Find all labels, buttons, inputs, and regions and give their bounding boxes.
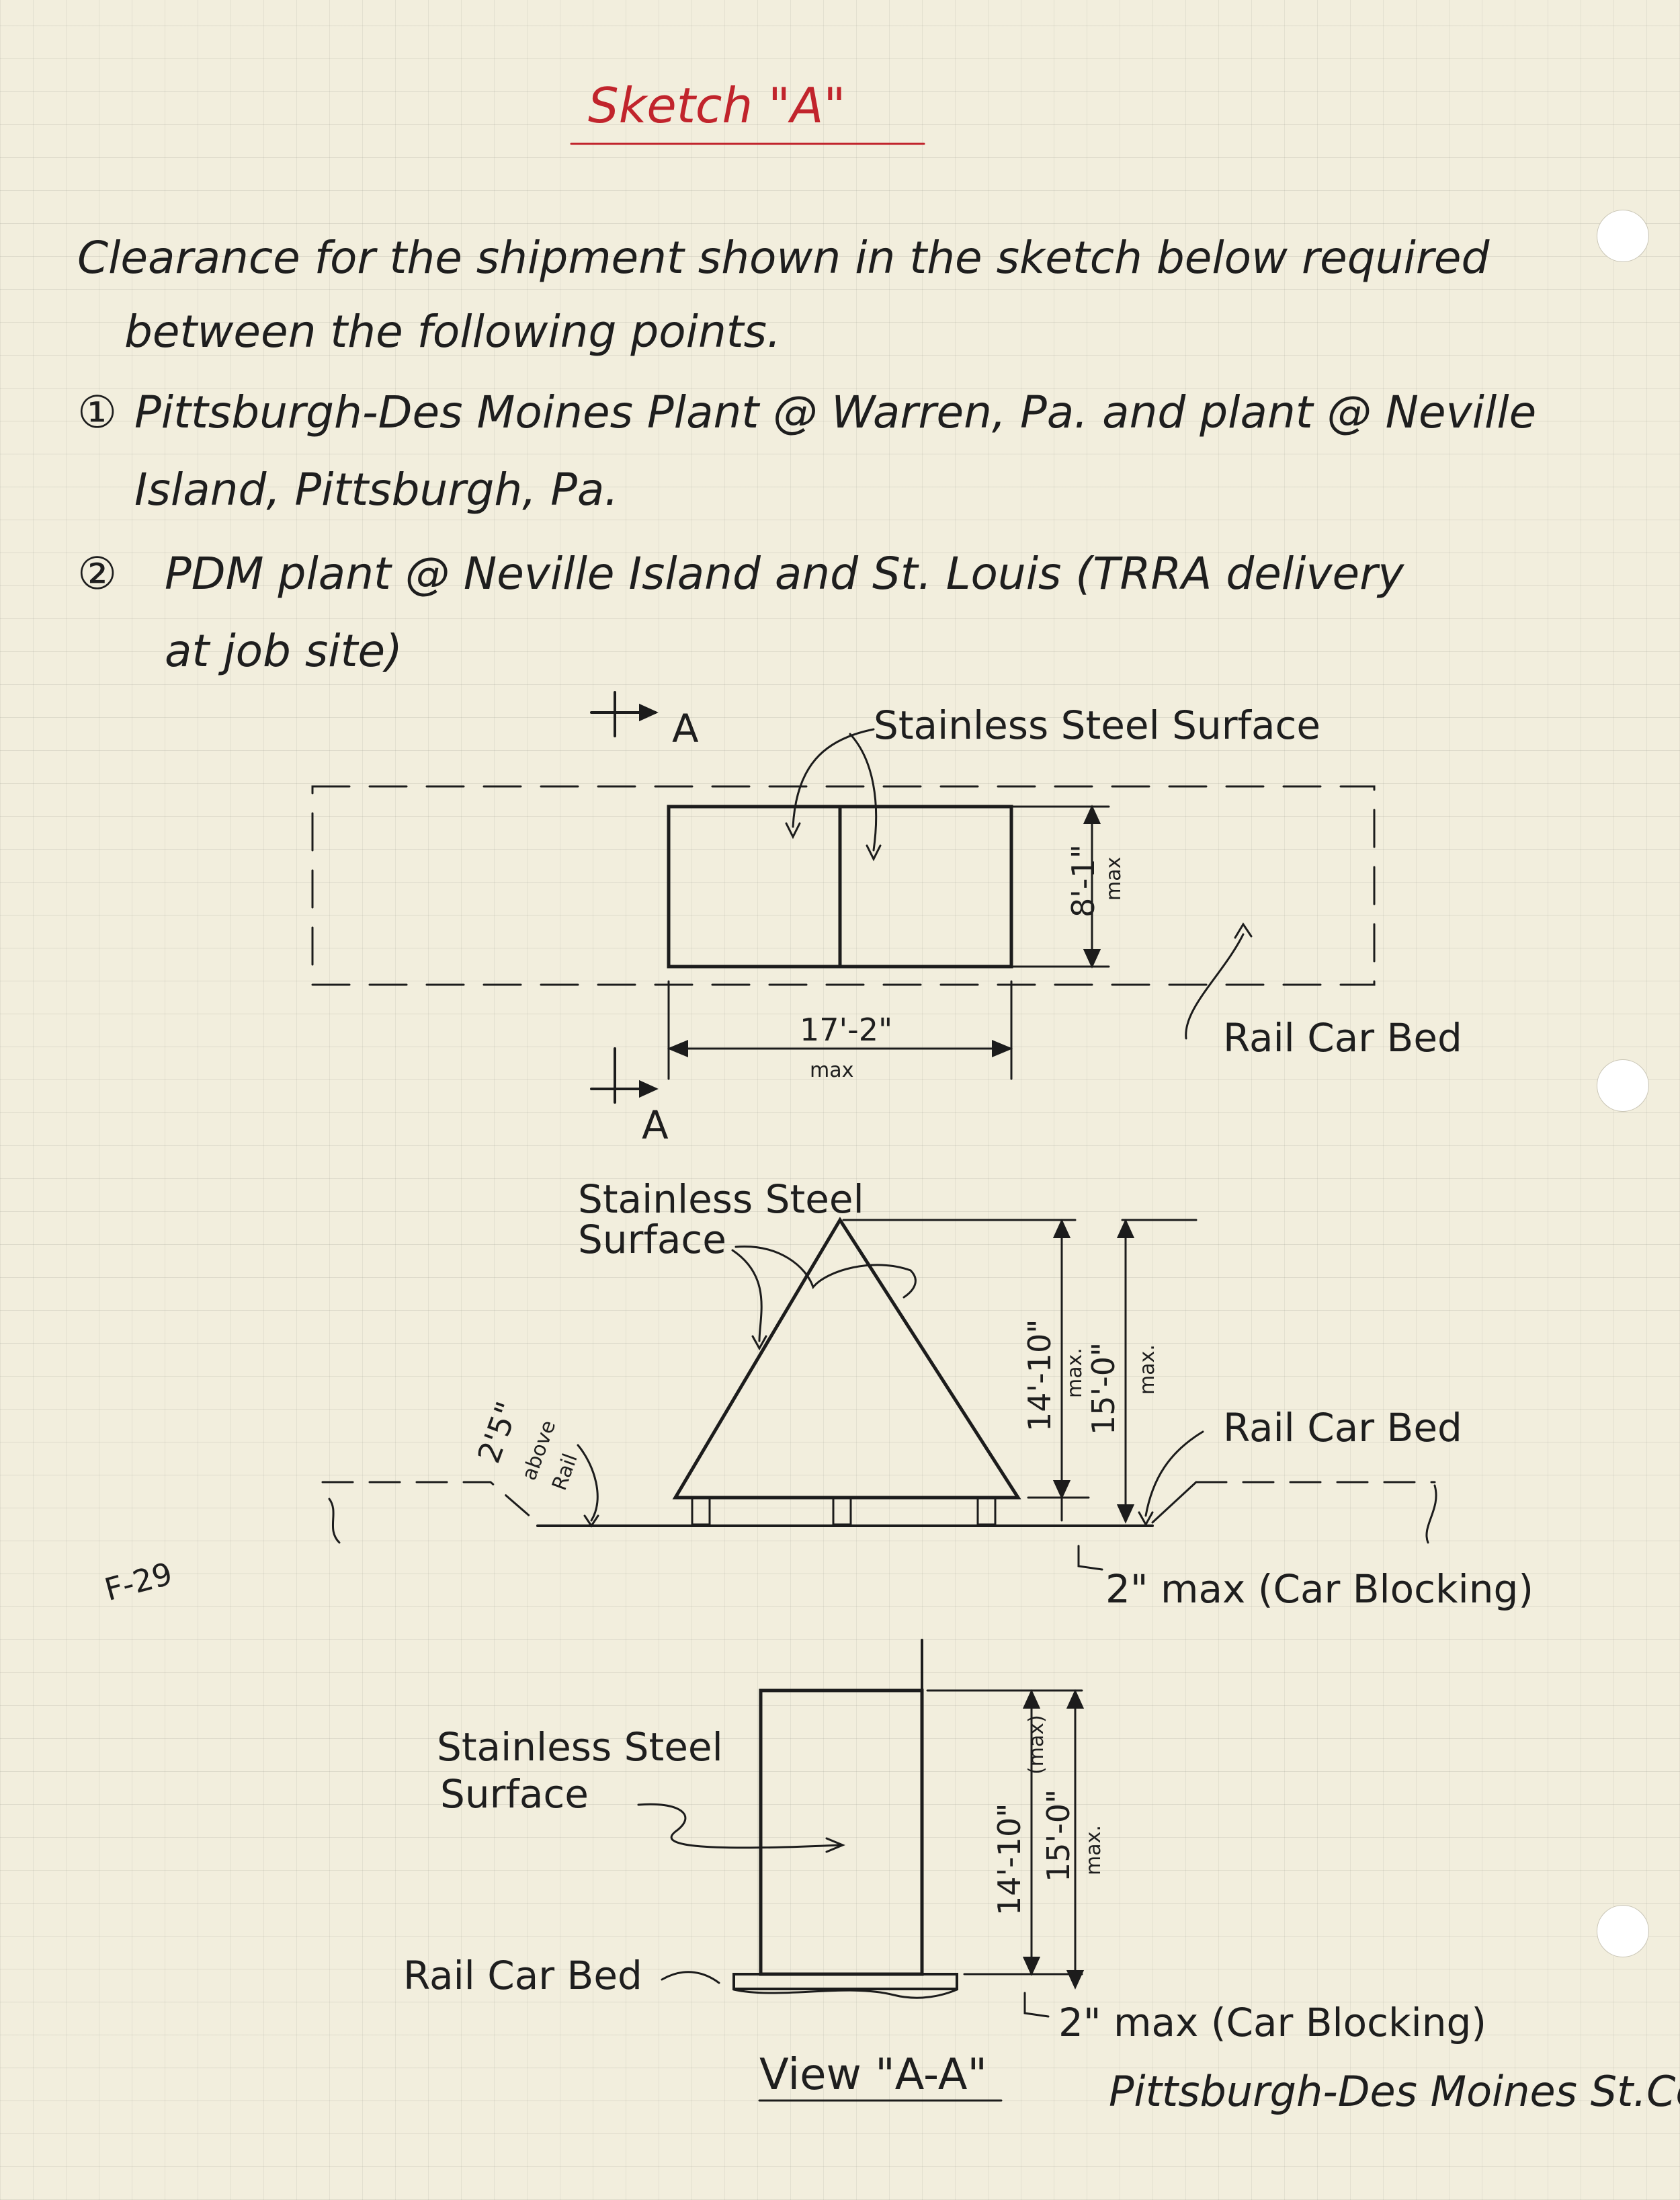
section-mark-a-bottom: A — [642, 1102, 669, 1148]
intro-line-1: Clearance for the shipment shown in the … — [77, 232, 1490, 284]
point-2-line-1: PDM plant @ Neville Island and St. Louis… — [165, 548, 1404, 600]
company-footer: Pittsburgh-Des Moines St.Co. — [1109, 2067, 1680, 2116]
elevation-view-drawing — [321, 1217, 1437, 1571]
elevation-height-dim-1: 14'-10" — [1021, 1319, 1058, 1432]
point-1-line-2: Island, Pittsburgh, Pa. — [134, 464, 619, 516]
binder-hole — [1597, 210, 1649, 262]
section-height-dim-2: 15'-0" — [1040, 1789, 1077, 1882]
elevation-bed-label: Rail Car Bed — [1223, 1405, 1462, 1451]
intro-line-2: between the following points. — [124, 306, 782, 358]
section-view-drawing — [570, 142, 1085, 2102]
section-surface-label-1: Stainless Steel — [437, 1724, 723, 1770]
elevation-blocking-note: 2" max (Car Blocking) — [1105, 1566, 1534, 1612]
point-2-marker: ② — [77, 548, 118, 600]
section-surface-label-2: Surface — [440, 1771, 589, 1817]
plan-view-drawing — [311, 691, 1376, 1104]
section-height-note-1: (max) — [1025, 1715, 1048, 1775]
page-title: Sketch "A" — [588, 77, 846, 134]
elevation-surface-label-2: Surface — [578, 1217, 726, 1262]
section-height-note-2: max. — [1082, 1825, 1105, 1875]
binder-hole — [1597, 1059, 1649, 1112]
plan-height-dim: 8'-1" — [1065, 844, 1101, 918]
plan-length-note: max — [810, 1059, 854, 1082]
section-height-dim-1: 14'-10" — [991, 1803, 1027, 1916]
section-blocking-note: 2" max (Car Blocking) — [1058, 2000, 1486, 2045]
plan-surface-label: Stainless Steel Surface — [874, 702, 1321, 748]
section-mark-a-top: A — [672, 706, 699, 751]
view-label: View "A-A" — [759, 2050, 987, 2100]
point-2-line-2: at job site) — [165, 625, 403, 677]
section-bed-label: Rail Car Bed — [403, 1953, 642, 1998]
point-1-marker: ① — [77, 386, 118, 438]
point-1-line-1: Pittsburgh-Des Moines Plant @ Warren, Pa… — [134, 386, 1537, 438]
elevation-height-note-1: max. — [1063, 1348, 1087, 1398]
plan-length-dim: 17'-2" — [800, 1012, 893, 1048]
elevation-height-note-2: max. — [1136, 1344, 1159, 1395]
plan-bed-label: Rail Car Bed — [1223, 1015, 1462, 1061]
elevation-surface-label-1: Stainless Steel — [578, 1176, 864, 1222]
plan-height-note: max — [1102, 856, 1126, 901]
elevation-height-dim-2: 15'-0" — [1085, 1342, 1122, 1435]
binder-hole — [1597, 1905, 1649, 1957]
